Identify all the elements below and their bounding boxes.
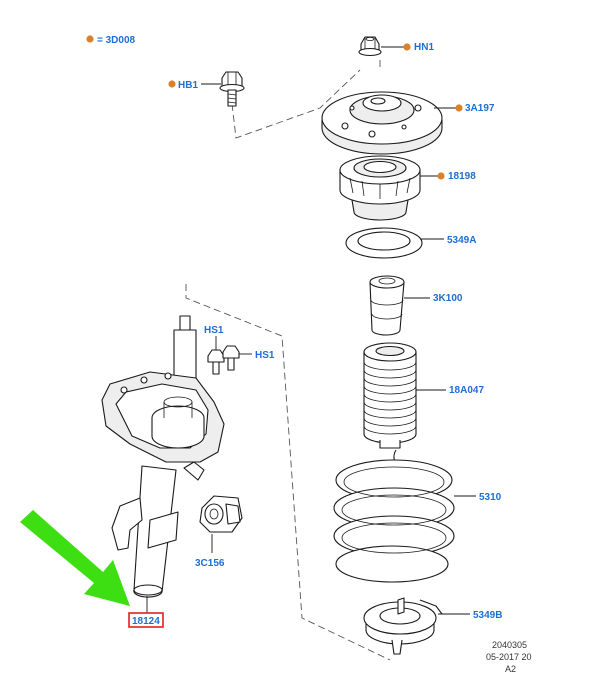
marker-dot-3a197 (455, 104, 463, 112)
dust-boot (363, 342, 417, 449)
legend-marker-dot (86, 35, 94, 43)
bolt-hb1 (219, 71, 245, 107)
label-5349a: 5349A (447, 235, 476, 246)
label-5349b: 5349B (473, 610, 502, 621)
lower-spring-seat (363, 597, 443, 655)
label-hn1: HN1 (414, 42, 434, 53)
label-hb1: HB1 (178, 80, 198, 91)
label-18a047: 18A047 (449, 385, 484, 396)
label-hs1-right: HS1 (255, 350, 275, 361)
strut-bearing (339, 155, 421, 221)
coil-spring (333, 449, 455, 583)
footer-line-3: A2 (505, 664, 516, 674)
strut-assembly (101, 315, 225, 598)
label-5310: 5310 (479, 492, 502, 503)
marker-dot-hb1 (168, 80, 176, 88)
legend: = 3D008 (86, 35, 136, 46)
bolt-hs1-right (222, 345, 240, 371)
bump-stop (369, 275, 405, 336)
highlight-box-18124 (128, 612, 164, 628)
diagram-reference: 2040305 05-2017 20 A2 (486, 640, 532, 674)
footer-line-2: 05-2017 20 (486, 652, 532, 662)
assembly-guide-lines (185, 69, 391, 661)
top-mount-nut (358, 36, 382, 57)
green-arrow (20, 510, 130, 606)
label-3k100: 3K100 (433, 293, 463, 304)
upper-spring-seat (345, 227, 423, 259)
label-18198: 18198 (448, 171, 476, 182)
label-18124: 18124 (132, 616, 160, 627)
footer-line-1: 2040305 (492, 640, 527, 650)
label-3c156: 3C156 (195, 558, 225, 569)
stabilizer-bracket (199, 495, 243, 533)
marker-dot-18198 (437, 172, 445, 180)
bolt-hs1-left (207, 349, 225, 375)
label-hs1-top: HS1 (204, 325, 224, 336)
label-3a197: 3A197 (465, 103, 495, 114)
legend-marker-text: = 3D008 (97, 35, 136, 46)
top-mount-plate (321, 91, 443, 155)
marker-dot-hn1 (403, 43, 411, 51)
